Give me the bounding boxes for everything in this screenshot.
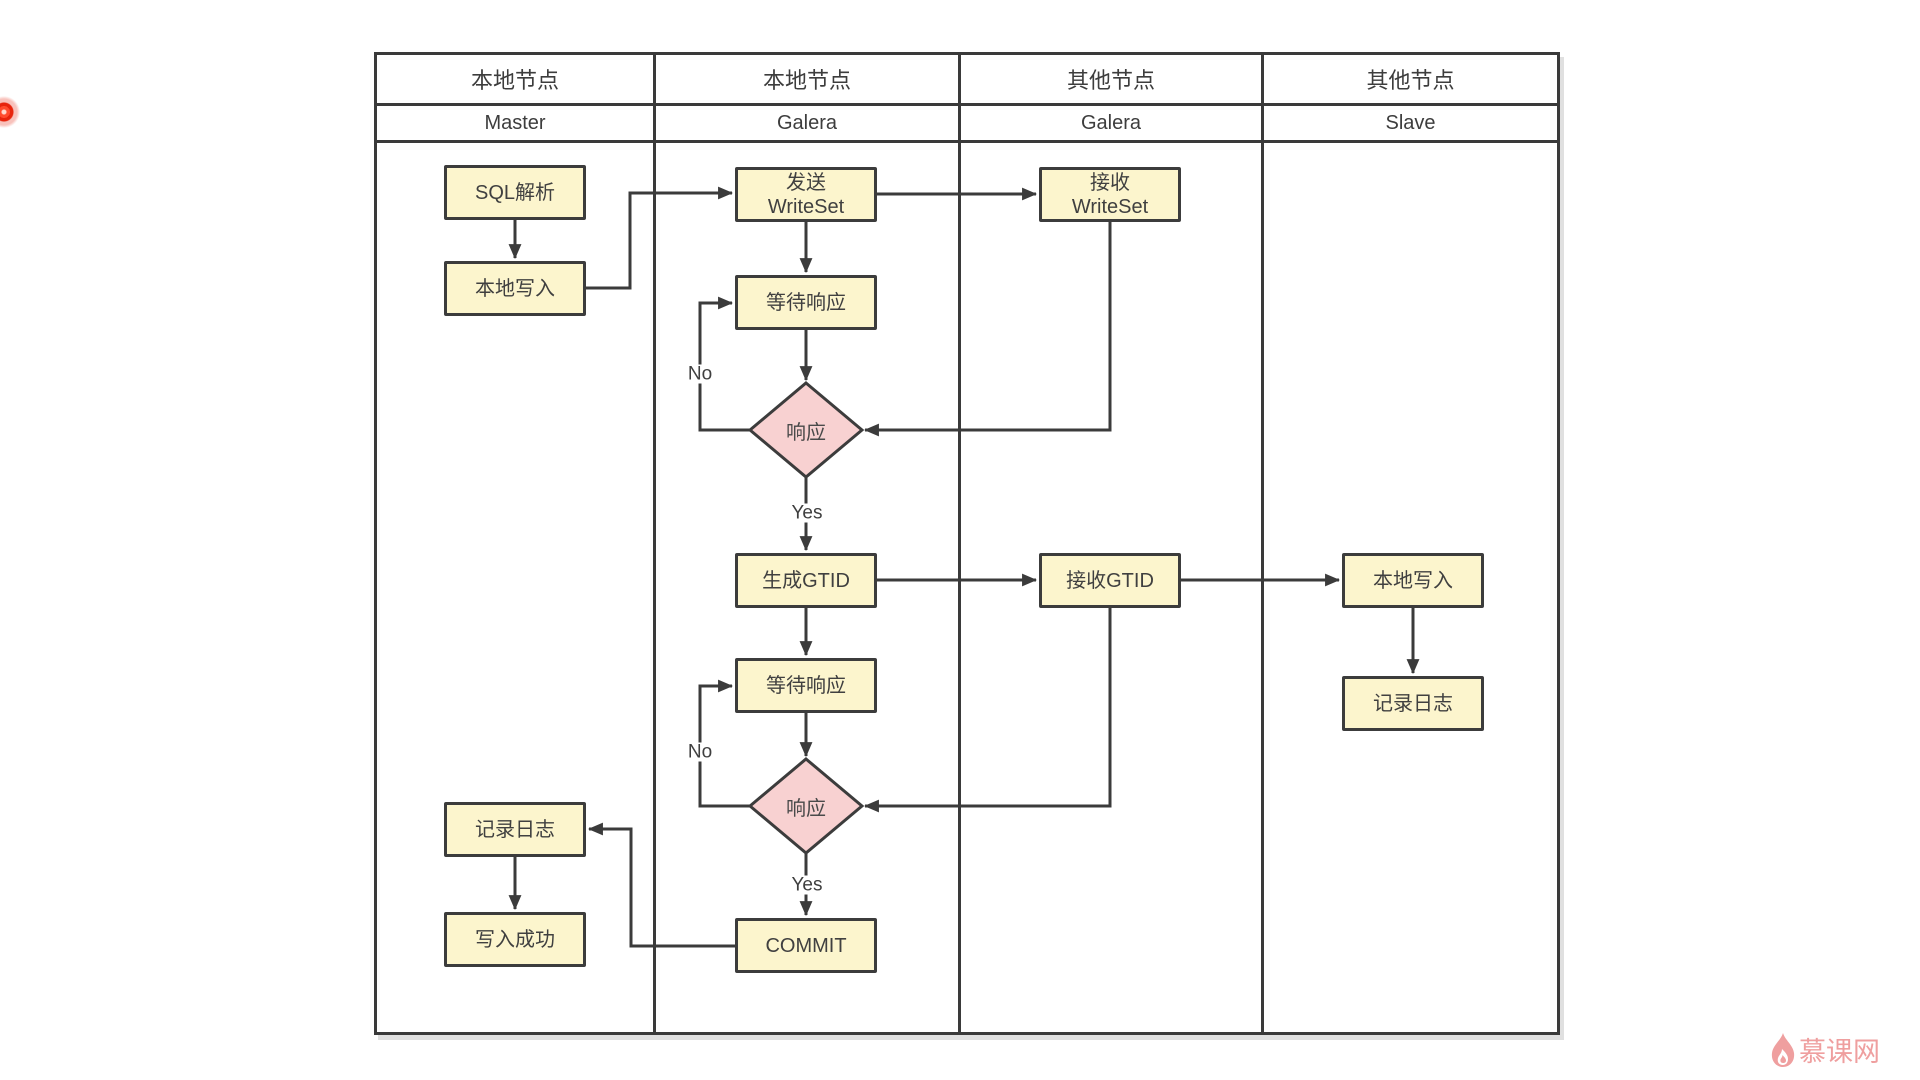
diamond-shape: [748, 381, 864, 479]
node-recv-gtid: 接收GTID: [1039, 553, 1181, 608]
laser-pointer-dot: [0, 95, 21, 129]
decision-response-1: 响应: [748, 381, 864, 479]
edge-label-yes-2: Yes: [786, 875, 828, 895]
node-sql-parse: SQL解析: [444, 165, 586, 220]
lane-subheader-galera-2: Galera: [1080, 111, 1142, 134]
node-send-writeset: 发送 WriteSet: [735, 167, 877, 222]
node-wait-response-1: 等待响应: [735, 275, 877, 330]
decision-response-2: 响应: [748, 757, 864, 855]
node-log-master: 记录日志: [444, 802, 586, 857]
edge-localwrite-to-sendwriteset: [586, 186, 734, 290]
edge-recvwriteset-to-response1: [863, 222, 1112, 437]
node-recv-writeset: 接收 WriteSet: [1039, 167, 1181, 222]
edge-label-no-2: No: [682, 742, 718, 762]
node-commit: COMMIT: [735, 918, 877, 973]
node-gen-gtid: 生成GTID: [735, 553, 877, 608]
lane-divider: [653, 55, 656, 1032]
decision-label: 响应: [786, 421, 826, 444]
flame-icon: [1771, 1032, 1795, 1067]
node-wait-response-2: 等待响应: [735, 658, 877, 713]
node-log-slave: 记录日志: [1342, 676, 1484, 731]
header-divider: [377, 103, 1557, 106]
lane-divider: [958, 55, 961, 1032]
node-local-write-master: 本地写入: [444, 261, 586, 316]
diamond-shape: [748, 757, 864, 855]
lane-header-local-node-2: 本地节点: [762, 68, 851, 93]
node-write-success: 写入成功: [444, 912, 586, 967]
lane-subheader-slave: Slave: [1385, 111, 1436, 134]
lane-header-local-node-1: 本地节点: [470, 68, 559, 93]
edge-label-no-1: No: [682, 364, 718, 384]
lane-subheader-galera-1: Galera: [776, 111, 838, 134]
node-local-write-slave: 本地写入: [1342, 553, 1484, 608]
watermark-text: 慕课网: [1799, 1037, 1880, 1067]
lane-subheader-master: Master: [484, 111, 546, 134]
edge-commit-to-logmaster: [587, 822, 735, 948]
edge-recvgtid-to-response2: [863, 608, 1112, 813]
watermark: 慕课网: [1770, 1030, 1880, 1069]
edge-label-yes-1: Yes: [786, 503, 828, 523]
swimlane-table: 本地节点 本地节点 其他节点 其他节点 Master Galera Galera…: [374, 52, 1560, 1035]
lane-header-other-node-2: 其他节点: [1366, 68, 1455, 93]
decision-label: 响应: [786, 797, 826, 820]
lane-header-other-node-1: 其他节点: [1066, 68, 1155, 93]
header-divider: [377, 140, 1557, 143]
lane-divider: [1261, 55, 1264, 1032]
